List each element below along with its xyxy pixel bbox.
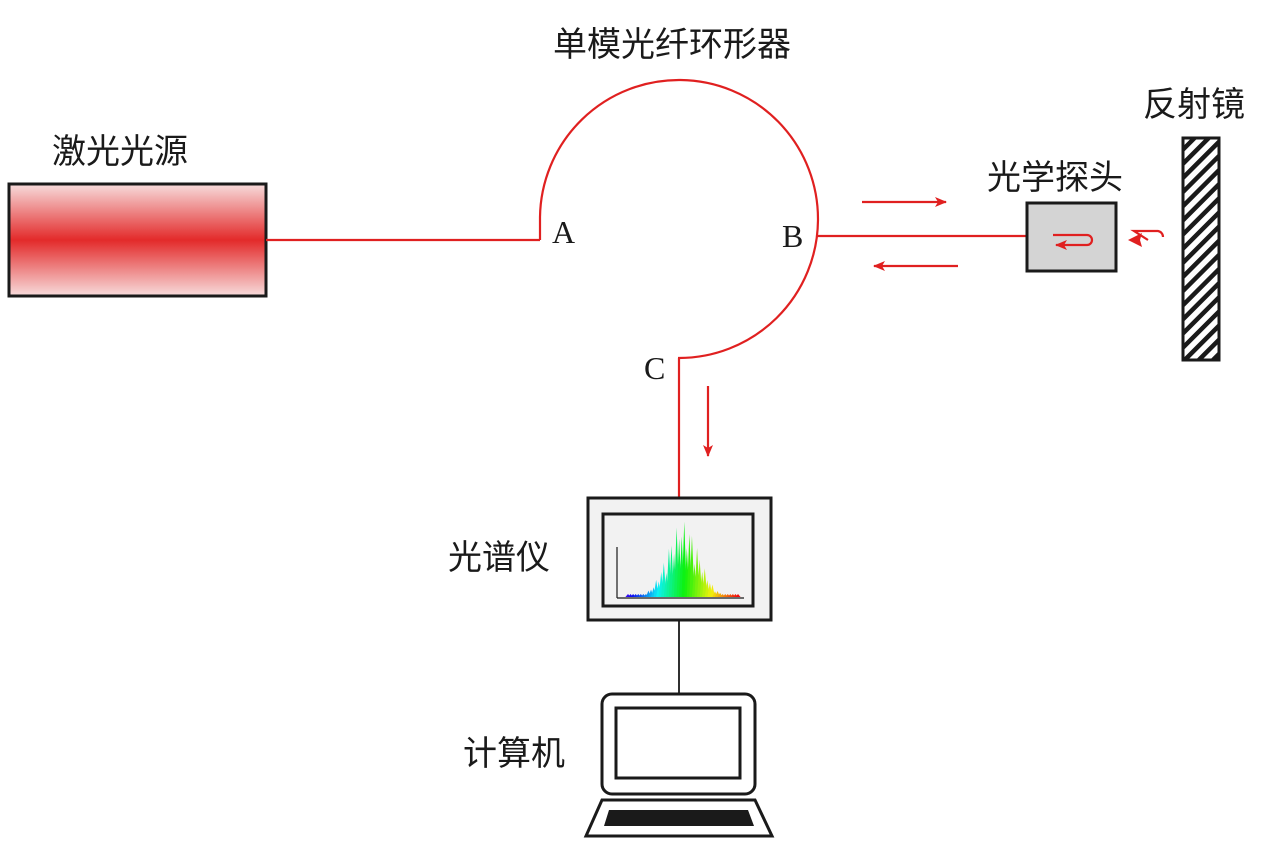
optical-probe-label: 光学探头 bbox=[987, 158, 1123, 198]
circulator-ring bbox=[538, 78, 820, 360]
port-a-label: A bbox=[552, 214, 575, 250]
spectrometer-screen bbox=[601, 512, 755, 608]
spectrum-peak bbox=[735, 594, 741, 597]
computer-keyboard-icon bbox=[604, 810, 754, 826]
probe-loop-arrow-icon bbox=[1053, 233, 1094, 250]
circulator-label: 单模光纤环形器 bbox=[553, 25, 791, 65]
spectrum-plot bbox=[616, 521, 744, 599]
laser-source bbox=[7, 182, 268, 298]
optical-probe bbox=[1025, 201, 1118, 273]
reflection-arrow-head-icon bbox=[1128, 233, 1142, 247]
spectrometer-label: 光谱仪 bbox=[448, 538, 550, 578]
port-b-label: B bbox=[782, 218, 803, 254]
reflection-arrow-icon bbox=[1130, 229, 1165, 241]
laser-source-label: 激光光源 bbox=[52, 132, 188, 172]
computer-screen bbox=[614, 706, 742, 780]
reflector-mirror bbox=[1181, 136, 1221, 362]
reflector-label: 反射镜 bbox=[1143, 85, 1245, 125]
computer-label: 计算机 bbox=[463, 734, 565, 774]
spectrum-peak bbox=[709, 584, 716, 597]
port-c-label: C bbox=[644, 350, 665, 386]
